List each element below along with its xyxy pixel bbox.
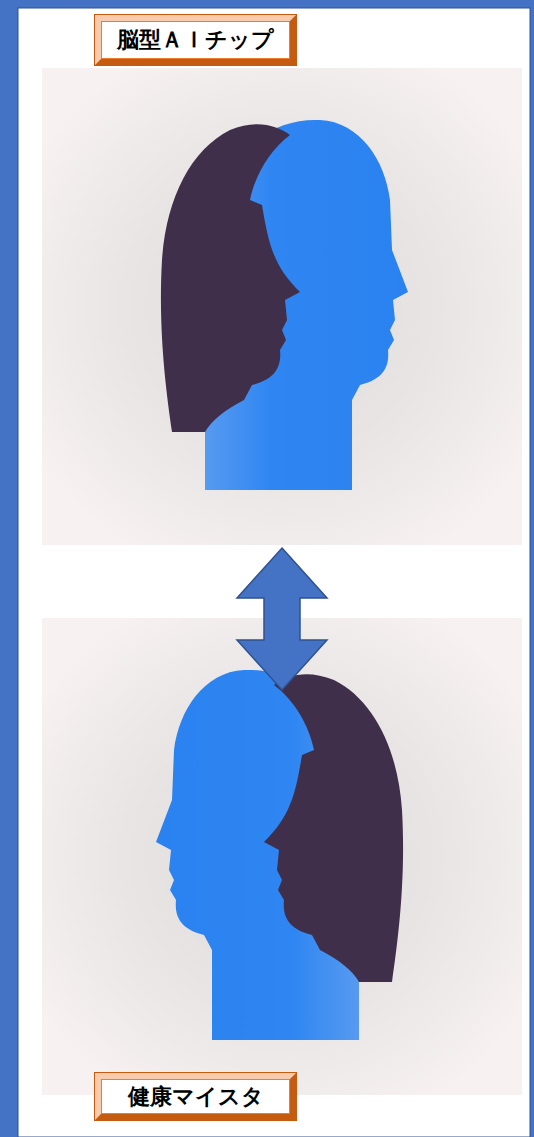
frame-inner (18, 8, 530, 1137)
node-label: 脳型ＡＩチップ (117, 29, 274, 51)
label-box: 健康マイスタ (95, 1073, 296, 1120)
double-arrow (237, 548, 327, 690)
texture-panel (42, 68, 522, 545)
head-illustration (156, 670, 403, 1040)
illustration-panel: 脳型ＡＩチップ (42, 15, 522, 548)
node-label: 健康マイスタ (128, 1086, 264, 1108)
head-illustration (161, 120, 408, 490)
texture-panel (42, 618, 522, 1095)
label-box: 脳型ＡＩチップ (95, 15, 296, 65)
illustration-panel: 健康マイスタ (42, 690, 522, 1120)
